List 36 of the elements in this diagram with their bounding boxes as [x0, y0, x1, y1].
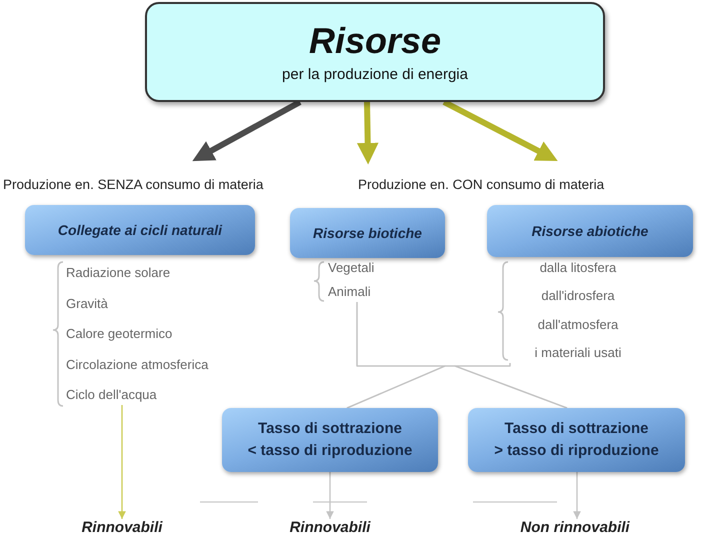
list-item: Circolazione atmosferica: [66, 356, 208, 374]
list-item: Vegetali: [328, 259, 374, 277]
box-label: Tasso di sottrazione > tasso di riproduzione: [493, 419, 660, 461]
section-heading: Produzione en. SENZA consumo di materia: [3, 177, 264, 192]
section-heading: Produzione en. CON consumo di materia: [358, 177, 604, 192]
list-item: Animali: [328, 283, 371, 301]
condition-box: [222, 408, 438, 472]
result-label: Rinnovabili: [82, 519, 162, 536]
list-item: dall'atmosfera: [538, 316, 618, 334]
arrow: [118, 405, 126, 519]
subtitle-text: per la produzione di energia: [282, 66, 468, 84]
arrow: [326, 472, 334, 519]
list-item: Gravità: [66, 294, 108, 312]
list-item: i materiali usati: [534, 344, 622, 362]
arrow: [192, 99, 302, 162]
connector-line: [454, 363, 568, 409]
list-item: Calore geotermico: [66, 325, 172, 343]
list-item: dalla litosfera: [540, 259, 616, 277]
category-box: [25, 205, 255, 255]
box-label: Risorse abiotiche: [532, 223, 648, 239]
result-label: Rinnovabili: [290, 519, 370, 536]
box-label: Tasso di sottrazione < tasso di riproduzione: [246, 419, 414, 461]
box-label: Risorse biotiche: [313, 225, 422, 241]
list-item: Radiazione solare: [66, 264, 170, 282]
title-text: Risorse: [308, 20, 442, 60]
result-label: Non rinnovabili: [520, 519, 630, 536]
condition-box: [468, 408, 685, 472]
list-item: dall'idrosfera: [541, 287, 615, 306]
title-box: [145, 2, 605, 102]
category-box: [290, 208, 445, 258]
list-item: Ciclo dell'acqua: [66, 386, 157, 404]
arrow: [573, 472, 581, 519]
category-box: [487, 205, 693, 257]
box-label: Collegate ai cicli naturali: [58, 222, 222, 238]
arrow: [442, 99, 558, 161]
arrow: [356, 102, 379, 164]
